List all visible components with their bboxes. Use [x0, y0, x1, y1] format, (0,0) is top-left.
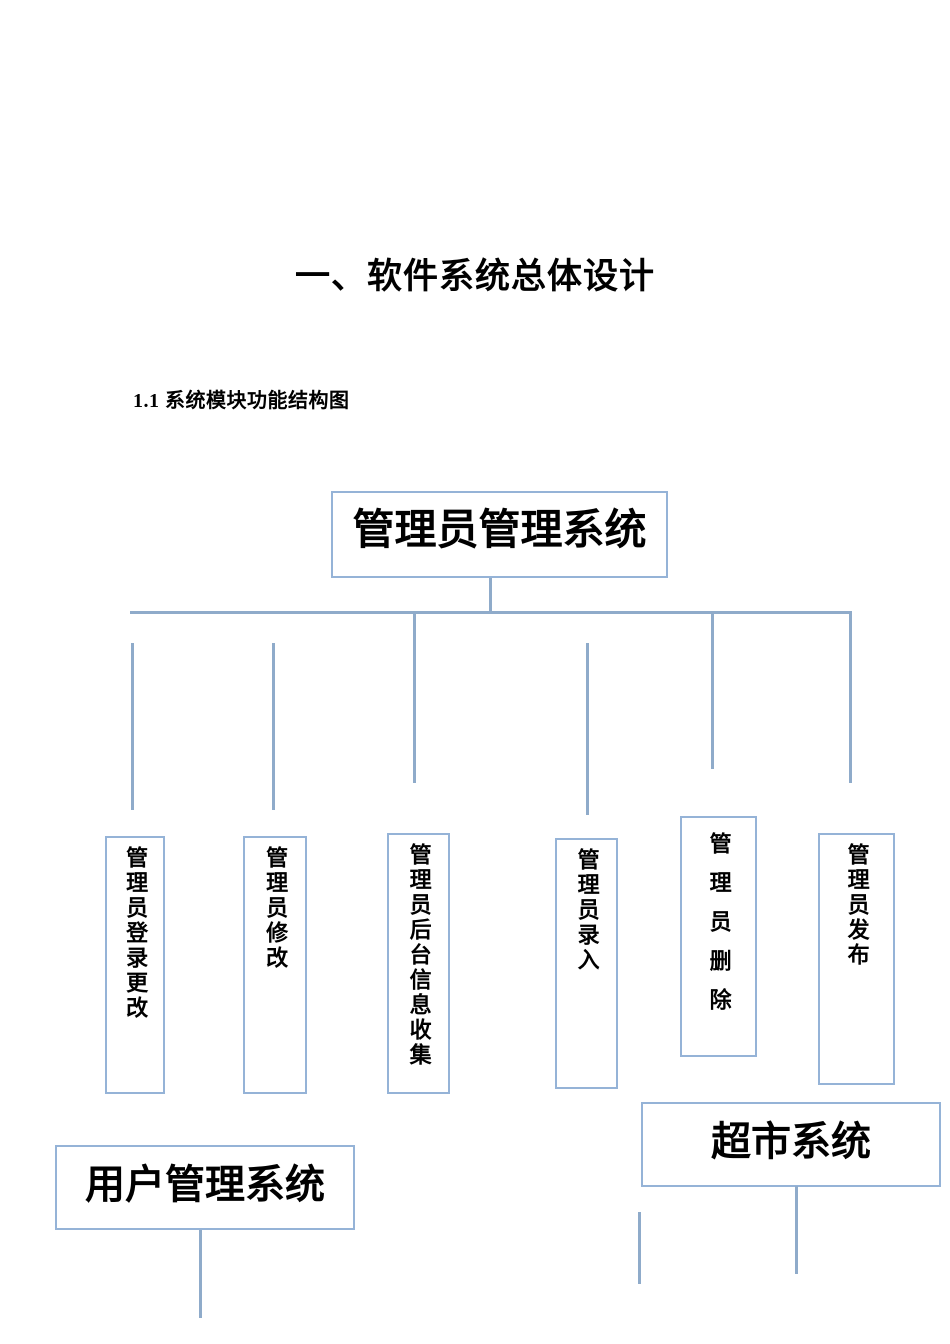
section-heading: 1.1 系统模块功能结构图 [133, 390, 350, 412]
node-label: 管理员录入 [574, 848, 600, 973]
connector-drop-1 [131, 643, 134, 810]
node-supermarket-system: 超市系统 [641, 1102, 941, 1187]
node-label: 用户管理系统 [85, 1161, 325, 1207]
connector-root-stem [489, 578, 492, 612]
node-label: 管理员后台信息收集 [406, 843, 432, 1068]
node-label: 管理员登录更改 [123, 846, 149, 1021]
node-admin-management-system: 管理员管理系统 [331, 491, 668, 578]
node-admin-entry: 管理员录入 [555, 838, 618, 1089]
connector-drop-3 [413, 613, 416, 783]
node-label: 管理员管理系统 [352, 508, 647, 554]
connector-user-system-stem [199, 1230, 202, 1318]
node-label: 超市系统 [711, 1118, 871, 1164]
connector-drop-4 [586, 643, 589, 815]
node-admin-backend-info-collect: 管理员后台信息收集 [387, 833, 450, 1094]
node-admin-modify: 管理员修改 [243, 836, 307, 1094]
node-admin-login-change: 管理员登录更改 [105, 836, 165, 1094]
node-label: 管理员删除 [706, 832, 732, 1027]
connector-supermarket-left-drop [638, 1212, 641, 1284]
node-label: 管理员修改 [263, 846, 289, 971]
connector-horizontal-rail [130, 611, 852, 614]
page-title: 一、软件系统总体设计 [294, 257, 655, 296]
node-admin-publish: 管理员发布 [818, 833, 895, 1085]
connector-drop-2 [272, 643, 275, 810]
node-label: 管理员发布 [844, 843, 870, 968]
node-admin-delete: 管理员删除 [680, 816, 757, 1057]
node-user-management-system: 用户管理系统 [55, 1145, 355, 1230]
connector-drop-5 [711, 613, 714, 769]
connector-drop-6 [849, 613, 852, 783]
connector-supermarket-stem [795, 1186, 798, 1274]
